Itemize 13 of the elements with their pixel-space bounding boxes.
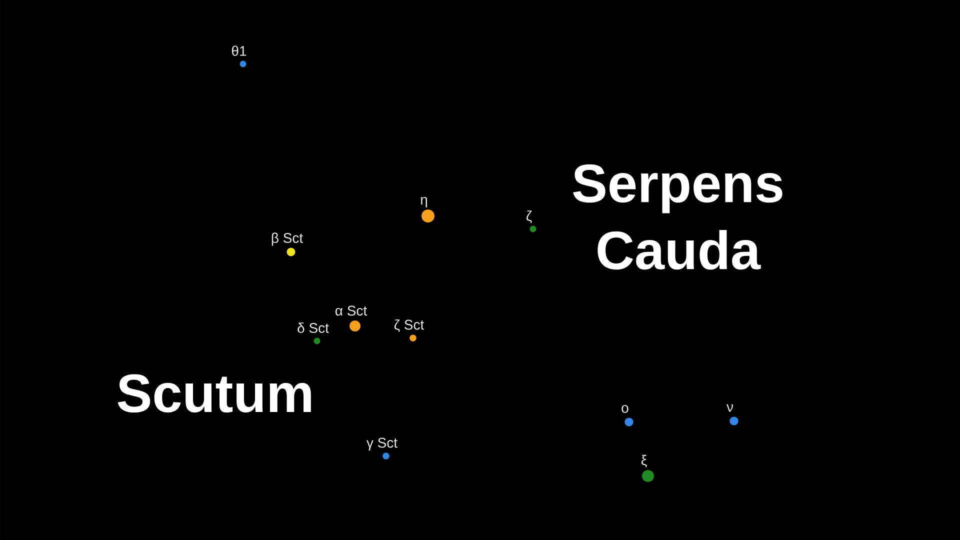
star-label: γ Sct	[366, 438, 398, 450]
star-label: ξ	[641, 454, 647, 468]
star-label: θ1	[232, 46, 246, 56]
star-label: ν	[726, 404, 733, 412]
star-label: δ Sct	[298, 322, 329, 333]
star-label: ο	[622, 405, 628, 413]
star-label: ζ	[526, 210, 532, 224]
star-label: ζ Sct	[394, 319, 424, 332]
constellation-name: Serpens Cauda	[573, 164, 782, 270]
constellation-name: Scutum	[118, 374, 311, 413]
star-label: β Sct	[272, 232, 303, 246]
star-label: η	[420, 196, 427, 208]
star-label: α Sct	[335, 306, 367, 316]
